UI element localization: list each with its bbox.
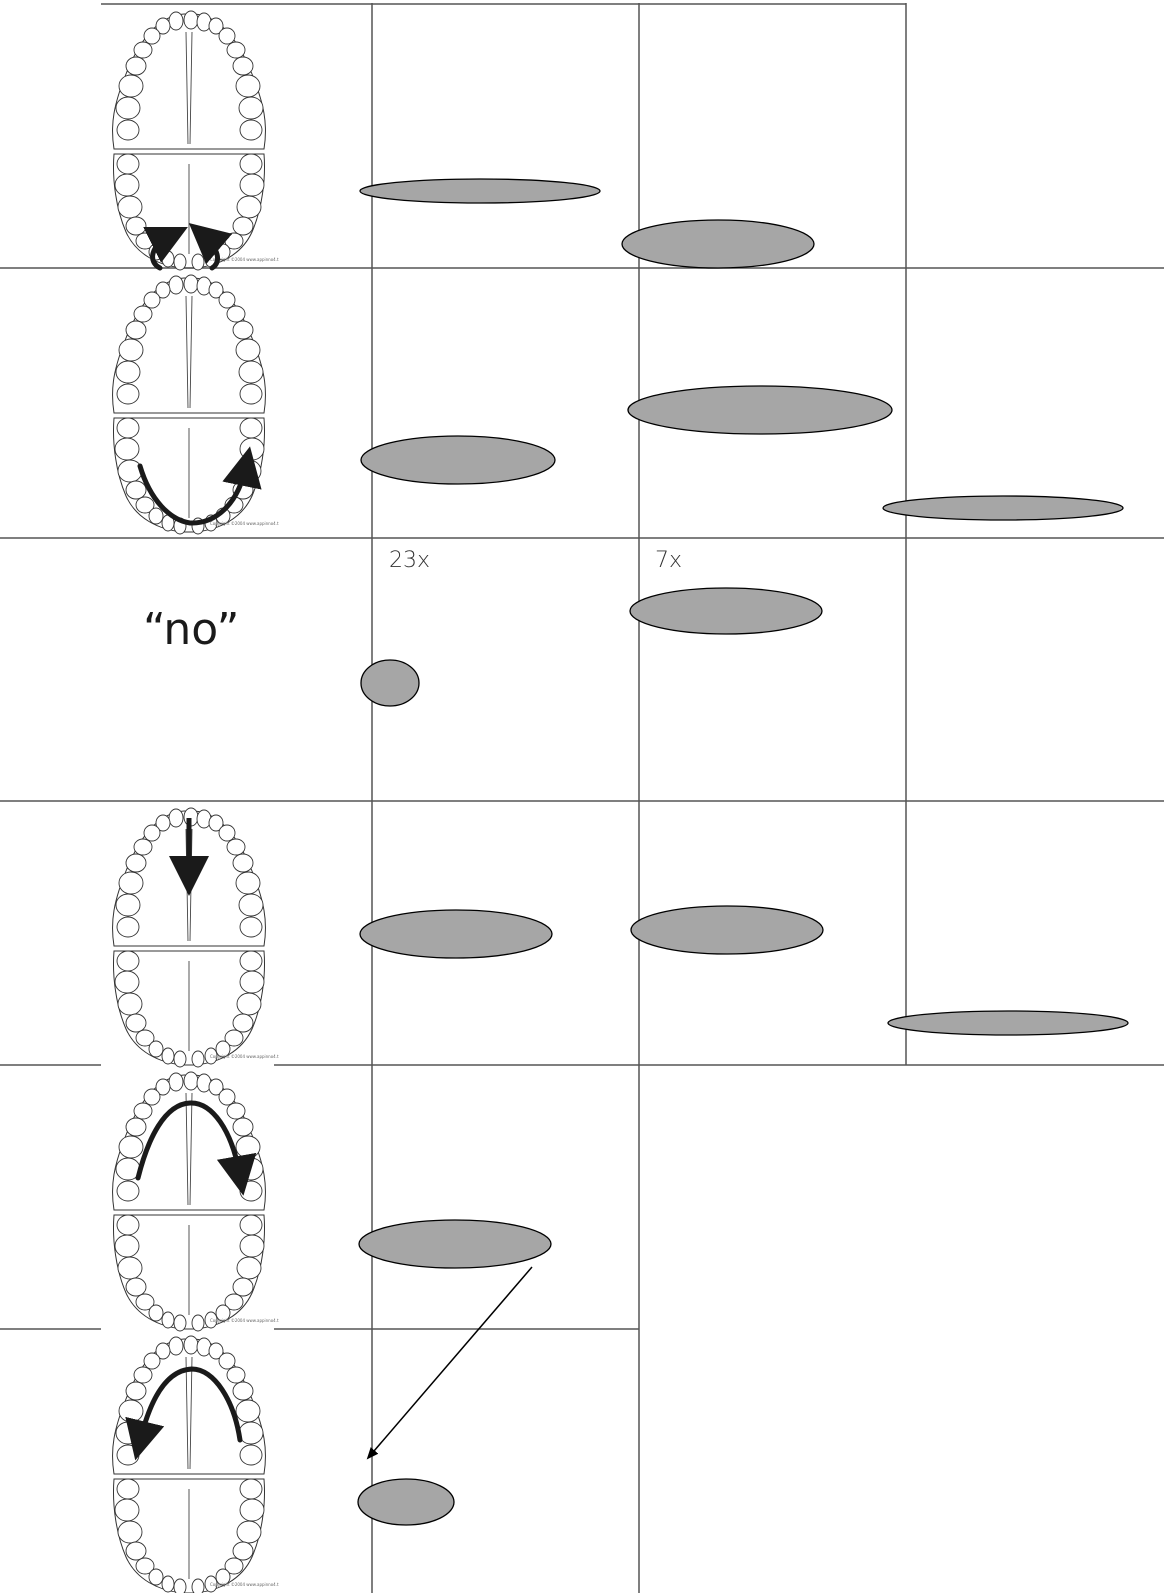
row-5-dental-chart: Copyright ©2004 www.appinno4.t <box>113 1072 279 1331</box>
row-6-dental-chart: Copyright ©2004 www.appinno4.t <box>113 1336 279 1593</box>
marker-ellipse <box>630 588 822 634</box>
copyright-text: Copyright ©2004 www.appinno4.t <box>210 1054 279 1059</box>
diagonal-arrow <box>368 1267 532 1458</box>
marker-ellipse <box>883 496 1123 520</box>
copyright-text: Copyright ©2004 www.appinno4.t <box>210 1582 279 1587</box>
row-4-dental-chart: Copyright ©2004 www.appinno4.t <box>113 808 279 1067</box>
row-6-upper-arch-reverse-arrow <box>140 1369 240 1441</box>
marker-ellipse <box>622 220 814 268</box>
marker-ellipse <box>631 906 823 954</box>
marker-ellipse <box>361 436 555 484</box>
marker-ellipse <box>361 660 419 706</box>
marker-ellipse <box>628 386 892 434</box>
copyright-text: Copyright ©2004 www.appinno4.t <box>210 1318 279 1323</box>
marker-ellipse <box>359 1220 551 1268</box>
marker-ellipse <box>358 1479 454 1525</box>
row-3-count-23x: 23x <box>389 548 430 573</box>
row-3-count-7x: 7x <box>655 548 682 573</box>
copyright-text: Copyright ©2004 www.appinno4.t <box>210 257 279 262</box>
copyright-text: Copyright ©2004 www.appinno4.t <box>210 521 279 526</box>
row-1-dental-chart: Copyright ©2004 www.appinno4.t <box>113 11 279 270</box>
marker-ellipse <box>888 1011 1128 1035</box>
marker-ellipse <box>360 910 552 958</box>
marker-ellipse <box>360 179 600 203</box>
row-5-upper-arch-arrow <box>138 1103 240 1178</box>
row-3-no-label: “no” <box>143 604 239 655</box>
row-2-dental-chart: Copyright ©2004 www.appinno4.t <box>113 275 279 534</box>
